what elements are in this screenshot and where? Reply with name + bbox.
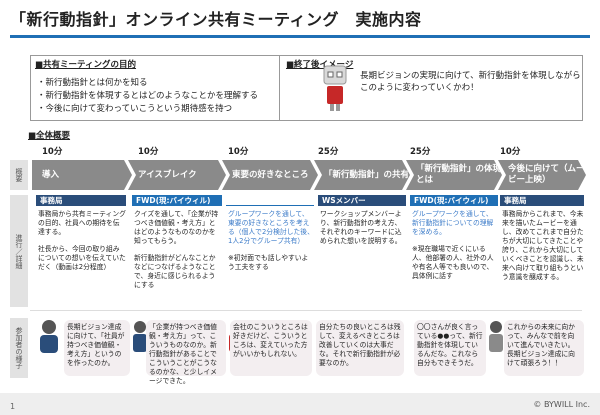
purpose-heading: ■共有ミーティングの目的 xyxy=(35,60,137,70)
session-contents: グループワークを通して、東要の好きなところを考える（個人で2分検討した後、1人2… xyxy=(228,210,314,280)
row-label-reference: 参加者の様子 xyxy=(10,318,28,378)
session-time: 10分 xyxy=(228,147,249,157)
purpose-item: ・新行動指針とは何かを知る xyxy=(37,78,148,88)
session-time: 10分 xyxy=(500,147,521,157)
session-time: 25分 xyxy=(318,147,339,157)
purpose-box: ■共有ミーティングの目的 ・新行動指針とは何かを知る ・新行動指針を体現するとは… xyxy=(30,55,280,121)
session-time: 10分 xyxy=(42,147,63,157)
content-text: 社長から、今回の取り組みについての想いを伝えていただく（動画は2分程度） xyxy=(38,245,126,271)
session-time: 10分 xyxy=(138,147,159,157)
content-text: ※現在職場で近くにいる人、他部署の人、社外の人や有名人等でも良いので、具体例に話… xyxy=(412,245,494,280)
row-label-overview: 概要 xyxy=(10,160,28,190)
session-arrow: 「新行動指針」の共有 xyxy=(314,160,410,190)
session-role: 事務局 xyxy=(36,195,126,206)
session-arrow: 導入 xyxy=(32,160,132,190)
session-arrow: アイスブレイク xyxy=(128,160,226,190)
content-text: クイズを通して、「企業が持つべき価値観・考え方」とはどのようなものなのかを知って… xyxy=(134,210,219,245)
reaction-card: 会社のこういうところは好きだけど、こういうところは、変えていった方がいいかもしれ… xyxy=(230,320,312,376)
speech-bubble: 長期ビジョンの実現に向けて、新行動指針を体現しながらこのように変わっていくかわ！ xyxy=(360,71,581,93)
page-number: 1 xyxy=(10,402,16,411)
purpose-list: ・新行動指針とは何かを知る ・新行動指針を体現するとはどのようなことかを理解する… xyxy=(37,77,258,116)
title-rule xyxy=(10,35,590,38)
content-text: 新行動指針がどんなことかなどにつなげるようなことで、身近に感じられるようにする xyxy=(134,254,216,289)
content-text: 事務局からこれまで、今未来を描いたムービーを通し、改めてこれまで自分たちが大切に… xyxy=(502,210,584,281)
session-contents: 事務局からこれまで、今未来を描いたムービーを通し、改めてこれまで自分たちが大切に… xyxy=(502,210,584,290)
footer xyxy=(0,393,600,415)
copyright: © BYWILL Inc. xyxy=(533,400,590,409)
session-arrow: 「新行動指針」の体現とは xyxy=(406,160,502,190)
session-role: FWD(現:バイウィル) xyxy=(132,195,222,206)
reaction-card: 「企業が持つべき価値観・考え方」って、こういうものなのか。新行動指針があることで… xyxy=(146,320,226,385)
session-contents: クイズを通して、「企業が持つべき価値観・考え方」とはどのようなものなのかを知って… xyxy=(134,210,222,298)
session-contents: 事務局から共有ミーティングの目的、社員への期待を伝達する。 社長から、今回の取り… xyxy=(38,210,126,280)
participant-icon xyxy=(40,320,58,353)
image-box: ■終了後イメージ 長期ビジョンの実現に向けて、新行動指針を体現しながらこのように… xyxy=(280,55,583,121)
robot-mascot-icon xyxy=(323,65,347,111)
divider xyxy=(30,310,582,311)
session-role: 事務局 xyxy=(500,195,584,206)
session-role: WSメンバー xyxy=(318,195,406,206)
content-text: ※初対面でも話しやすいよう工夫をする xyxy=(228,254,309,271)
session-arrow: 今後に向けて（ムービー上映） xyxy=(498,160,586,190)
purpose-item: ・新行動指針を体現するとはどのようなことかを理解する xyxy=(37,91,259,101)
purpose-item: ・今後に向けて変わっていこうという期待感を持つ xyxy=(37,104,233,114)
reaction-card: これからの未来に向かって、みんなで前を向いて進んでいきたい。長期ビジョン達成に向… xyxy=(504,320,584,376)
participant-icon xyxy=(133,321,147,352)
page-title: 「新行動指針」オンライン共有ミーティング 実施内容 xyxy=(10,10,422,29)
row-label-flow: 進行／詳細 xyxy=(10,195,28,307)
session-role: FWD(現:バイウィル) xyxy=(410,195,498,206)
content-text: ワークショップメンバーより、新行動指針の考え方、それぞれのキーワードに込められた… xyxy=(320,210,402,245)
participant-icon xyxy=(489,321,503,352)
reaction-card: 自分たちの良いところは残して、変えるべきところは改善していくのは大事だな。それで… xyxy=(316,320,404,376)
session-contents: ワークショップメンバーより、新行動指針の考え方、それぞれのキーワードに込められた… xyxy=(320,210,406,254)
content-text: グループワークを通して、新行動指針についての理解を深める。 xyxy=(412,210,494,236)
session-time: 25分 xyxy=(410,147,431,157)
session-arrow: 東要の好きなところ xyxy=(222,160,318,190)
overview-heading: ■全体概要 xyxy=(28,131,71,141)
image-heading: ■終了後イメージ xyxy=(286,60,354,70)
content-text: グループワークを通して、東要の好きなところを考える（個人で2分検討した後、1人2… xyxy=(228,210,314,245)
reaction-card: 長期ビジョン達成に向けて、「社員が持つべき価値観・考え方」というのを作ったのか。 xyxy=(64,320,130,376)
content-text: 事務局から共有ミーティングの目的、社員への期待を伝達する。 xyxy=(38,210,126,236)
session-contents: グループワークを通して、新行動指針についての理解を深める。 ※現在職場で近くにい… xyxy=(412,210,498,289)
reaction-card: 〇〇さんが良く言っている●●って、新行動指針を体現しているんだな。これなら自分も… xyxy=(414,320,486,376)
session-role xyxy=(226,195,314,206)
